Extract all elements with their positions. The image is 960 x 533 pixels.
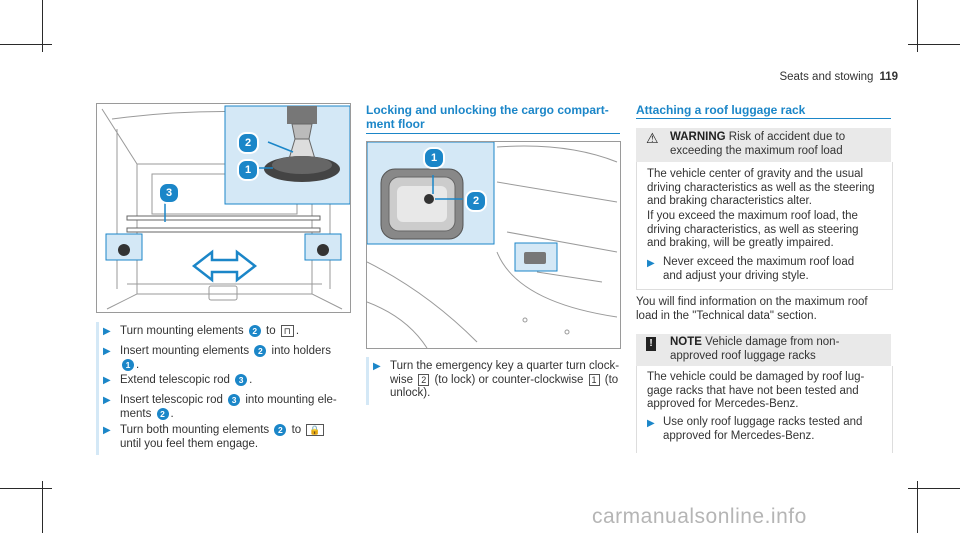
page-number: 119 <box>879 71 898 83</box>
section-name: Seats and stowing <box>779 71 874 83</box>
crop-mark <box>42 481 43 533</box>
step-arrow-icon: ▶ <box>373 361 381 372</box>
figure-cargo-rod: 2 1 3 <box>96 103 351 313</box>
callout-1: 1 <box>423 147 445 169</box>
step-arrow-icon: ▶ <box>647 418 655 429</box>
crop-mark <box>42 0 43 52</box>
section-title-cargo-floor: Locking and unlocking the cargo compart-… <box>366 103 609 131</box>
unlock-position-icon: ⊓ <box>280 325 294 337</box>
step-arrow-icon: ▶ <box>647 258 655 269</box>
step-arrow-icon: ▶ <box>103 395 111 406</box>
info-paragraph: You will find information on the maximum… <box>636 296 868 322</box>
crop-mark <box>908 44 960 45</box>
running-header: Seats and stowing 119 <box>779 71 898 83</box>
section-title-roof-rack: Attaching a roof luggage rack <box>636 103 806 117</box>
crop-mark <box>917 481 918 533</box>
key-unlock-icon: 1 <box>588 373 600 386</box>
note-header: ! NOTE Vehicle damage from non-approved … <box>636 334 891 366</box>
step-arrow-icon: ▶ <box>103 375 111 386</box>
section-rule <box>636 118 891 119</box>
step-arrow-icon: ▶ <box>103 346 111 357</box>
note-exclamation-icon: ! <box>646 337 656 351</box>
warning-body: The vehicle center of gravity and the us… <box>636 162 893 290</box>
callout-2: 2 <box>465 190 487 212</box>
warning-triangle-icon: ⚠ <box>646 130 659 146</box>
lock-position-icon: 🔒 <box>306 424 324 436</box>
cargo-rod-illustration <box>101 105 350 310</box>
callout-1: 1 <box>237 159 259 181</box>
crop-mark <box>0 44 52 45</box>
step-arrow-icon: ▶ <box>103 326 111 337</box>
crop-mark <box>908 488 960 489</box>
step-arrow-icon: ▶ <box>103 425 111 436</box>
callout-2: 2 <box>237 132 259 154</box>
callout-3: 3 <box>158 182 180 204</box>
step-turn-mounting: ▶ Turn mounting elements 2 to ⊓. <box>96 322 356 342</box>
key-lock-icon: 2 <box>418 373 430 386</box>
crop-mark <box>917 0 918 52</box>
watermark: carmanualsonline.info <box>592 505 807 528</box>
figure-cargo-floor-lock: 1 2 <box>366 141 621 349</box>
note-body: The vehicle could be damaged by roof lug… <box>636 366 893 453</box>
cargo-floor-illustration <box>367 142 618 348</box>
section-rule <box>366 133 620 134</box>
crop-mark <box>0 488 52 489</box>
